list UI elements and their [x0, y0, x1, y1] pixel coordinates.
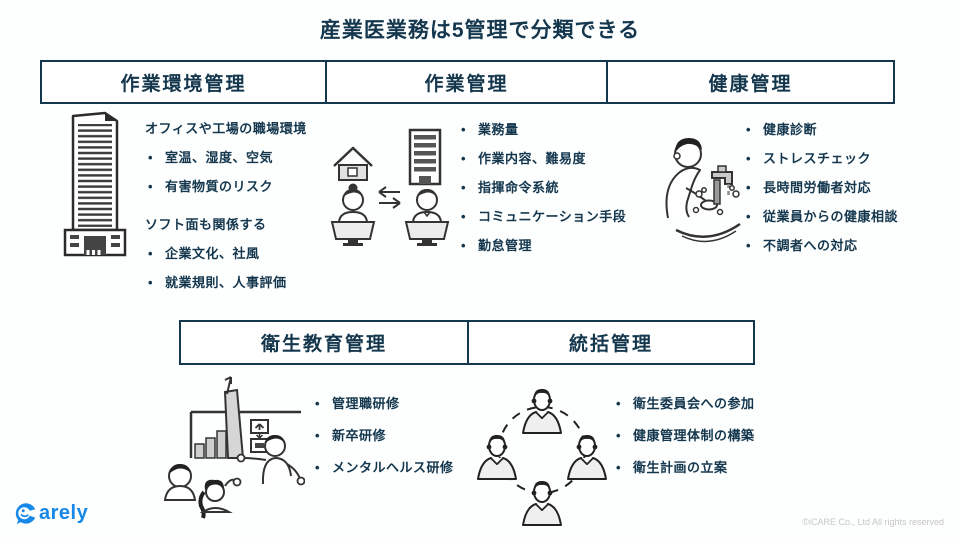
bullet-item: 従業員からの健康相談	[743, 209, 918, 225]
carely-logo-c-icon	[15, 503, 36, 525]
bullet-item: 企業文化、社風	[145, 246, 340, 262]
header-work-environment-management: 作業環境管理	[120, 73, 247, 95]
general-management-text: 衛生委員会への参加 健康管理体制の構築 衛生計画の立案	[613, 396, 803, 492]
carely-logo: arely	[14, 501, 88, 525]
bullet-item: 業務量	[458, 122, 638, 138]
bullet-item: 指揮命令系統	[458, 180, 638, 196]
top-header-row: 作業環境管理 作業管理 健康管理	[40, 60, 895, 104]
work-environment-group-hard: オフィスや工場の職場環境 室温、湿度、空気 有害物質のリスク	[145, 118, 340, 195]
remote-communication-icon	[326, 126, 458, 248]
bullet-item: 勤怠管理	[458, 238, 638, 254]
work-management-text: 業務量 作業内容、難易度 指揮命令系統 コミュニケーション手段 勤怠管理	[458, 122, 638, 267]
work-environment-text: オフィスや工場の職場環境 室温、湿度、空気 有害物質のリスク ソフト面も関係する…	[145, 118, 340, 304]
bullet-item: 就業規則、人事評価	[145, 275, 340, 291]
header-hygiene-education-management: 衛生教育管理	[260, 334, 387, 355]
bullet-item: 衛生計画の立案	[613, 460, 803, 476]
bullet-item: 管理職研修	[312, 396, 482, 412]
bullet-item: 健康管理体制の構築	[613, 428, 803, 444]
bullet-item: メンタルヘルス研修	[312, 460, 482, 476]
header-health-management: 健康管理	[606, 62, 893, 102]
bullet-item: 長時間労働者対応	[743, 180, 918, 196]
bullet-item: 不調者への対応	[743, 238, 918, 254]
health-management-text: 健康診断 ストレスチェック 長時間労働者対応 従業員からの健康相談 不調者への対…	[743, 122, 918, 267]
hand-washing-icon	[652, 124, 744, 252]
header-work-management: 作業管理	[325, 62, 606, 102]
hygiene-education-text: 管理職研修 新卒研修 メンタルヘルス研修	[312, 396, 482, 492]
bottom-header-row: 衛生教育管理 統括管理	[179, 320, 755, 365]
bullet-item: 有害物質のリスク	[145, 179, 340, 195]
bullet-item: 新卒研修	[312, 428, 482, 444]
bullet-item: 衛生委員会への参加	[613, 396, 803, 412]
work-environment-group-soft: ソフト面も関係する 企業文化、社風 就業規則、人事評価	[145, 214, 340, 291]
bullet-item: 健康診断	[743, 122, 918, 138]
header-general-management: 統括管理	[467, 322, 753, 363]
people-network-icon	[477, 366, 607, 528]
group-heading: オフィスや工場の職場環境	[145, 121, 307, 136]
bullet-item: コミュニケーション手段	[458, 209, 638, 225]
training-presentation-icon	[163, 372, 305, 520]
slide-title: 産業医業務は5管理で分類できる	[319, 19, 641, 42]
office-building-icon	[50, 111, 140, 259]
copyright-text: ©iCARE Co., Ltd All rights reserved	[802, 517, 944, 527]
carely-logo-text: arely	[39, 501, 89, 524]
group-heading: ソフト面も関係する	[145, 217, 267, 232]
bullet-item: ストレスチェック	[743, 151, 918, 167]
bullet-item: 作業内容、難易度	[458, 151, 638, 167]
bullet-item: 室温、湿度、空気	[145, 150, 340, 166]
